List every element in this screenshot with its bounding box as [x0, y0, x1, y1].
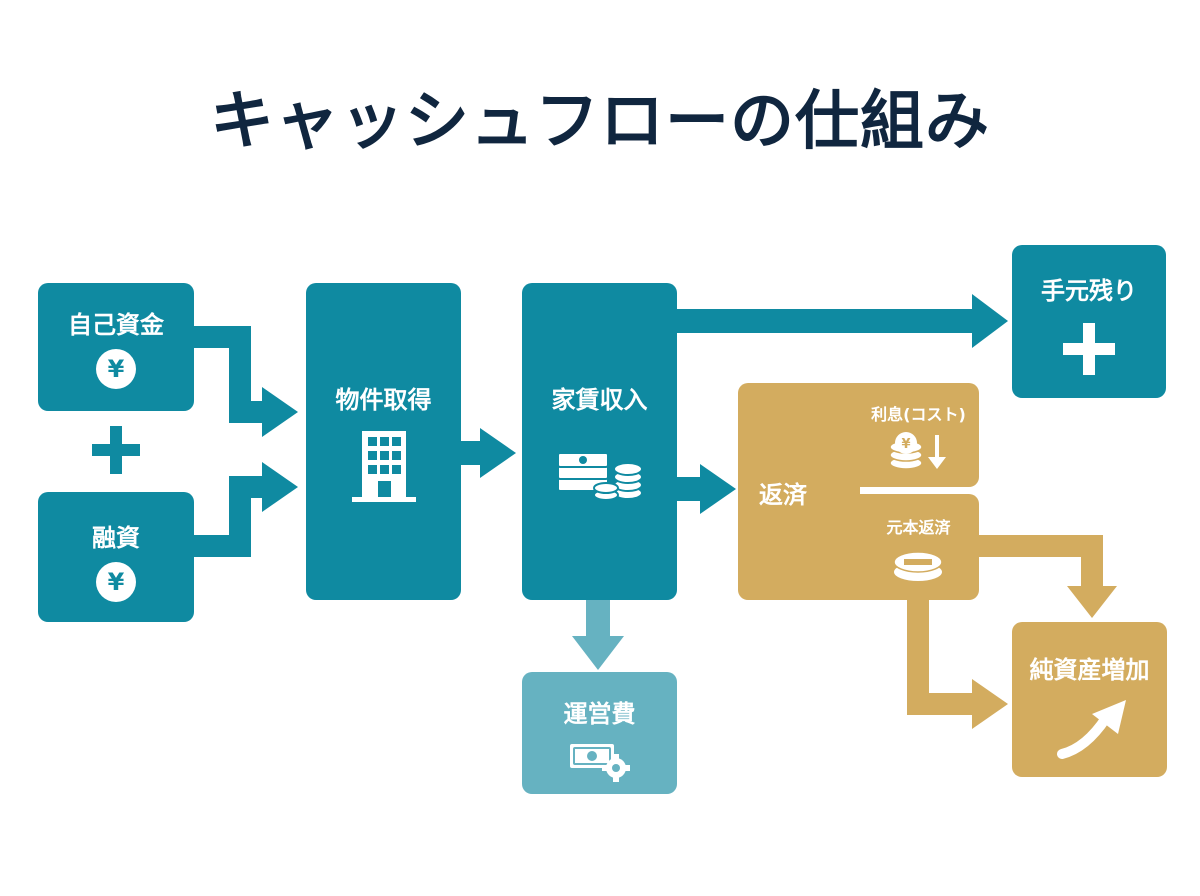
node-repayment: 返済 [738, 383, 828, 600]
page-title: キャッシュフローの仕組み [210, 85, 990, 159]
node-rent-income: 家賃収入 [522, 283, 677, 600]
loan-label: 融資 [92, 524, 140, 552]
cash-stack-icon [556, 443, 646, 507]
node-principal: 元本返済 [858, 494, 979, 600]
yen-coin-icon: ¥ [94, 347, 138, 395]
plus-icon [1061, 321, 1117, 381]
arrowhead-netasset-lower [972, 679, 1008, 729]
arrowhead-own-funds [262, 387, 298, 437]
acquisition-label: 物件取得 [335, 386, 432, 414]
node-acquisition: 物件取得 [306, 283, 461, 600]
arrow-loan-to-acquisition [194, 476, 264, 557]
coin-down-icon: ¥ [884, 431, 954, 477]
arrowhead-remaining [972, 294, 1008, 348]
node-remaining: 手元残り [1012, 245, 1166, 398]
repayment-connector-area [820, 383, 860, 600]
node-own-funds: 自己資金 ¥ [38, 283, 194, 411]
arrow-principal-to-netasset-lower [907, 600, 976, 715]
arrowhead-acquisition [480, 428, 516, 478]
coin-minus-icon [890, 544, 946, 588]
arrowhead-netasset-upper [1067, 586, 1117, 618]
arrow-principal-to-netasset-upper [979, 535, 1103, 590]
svg-text:¥: ¥ [108, 568, 125, 596]
net-asset-label: 純資産増加 [1029, 656, 1150, 684]
arrowhead-opcost [572, 636, 624, 670]
arrow-rent-to-repayment [676, 477, 704, 501]
plus-icon [92, 426, 140, 474]
own-funds-label: 自己資金 [68, 311, 164, 339]
yen-coin-icon: ¥ [94, 560, 138, 608]
arrow-rent-to-opcost [586, 600, 610, 640]
principal-label: 元本返済 [886, 518, 951, 537]
repayment-label: 返済 [759, 481, 807, 509]
plus-sign-sources [88, 422, 144, 482]
arrowhead-repayment [700, 464, 736, 514]
rent-income-label: 家賃収入 [551, 386, 648, 414]
arrowhead-loan [262, 462, 298, 512]
remaining-label: 手元残り [1041, 277, 1137, 305]
interest-label: 利息(コスト) [871, 405, 966, 424]
arrow-acquisition-to-rent [461, 441, 483, 465]
node-interest: 利息(コスト) ¥ [858, 383, 979, 487]
operating-cost-label: 運営費 [563, 700, 636, 728]
building-icon [348, 427, 420, 511]
node-net-asset-increase: 純資産増加 [1012, 622, 1167, 777]
node-operating-cost: 運営費 [522, 672, 677, 794]
growth-arrow-icon [1056, 696, 1132, 764]
money-gear-icon [568, 738, 634, 786]
node-loan: 融資 ¥ [38, 492, 194, 622]
svg-text:¥: ¥ [901, 437, 910, 452]
svg-text:¥: ¥ [108, 355, 125, 383]
arrow-own-funds-to-acquisition [194, 326, 264, 423]
arrow-rent-to-remaining [676, 309, 976, 333]
